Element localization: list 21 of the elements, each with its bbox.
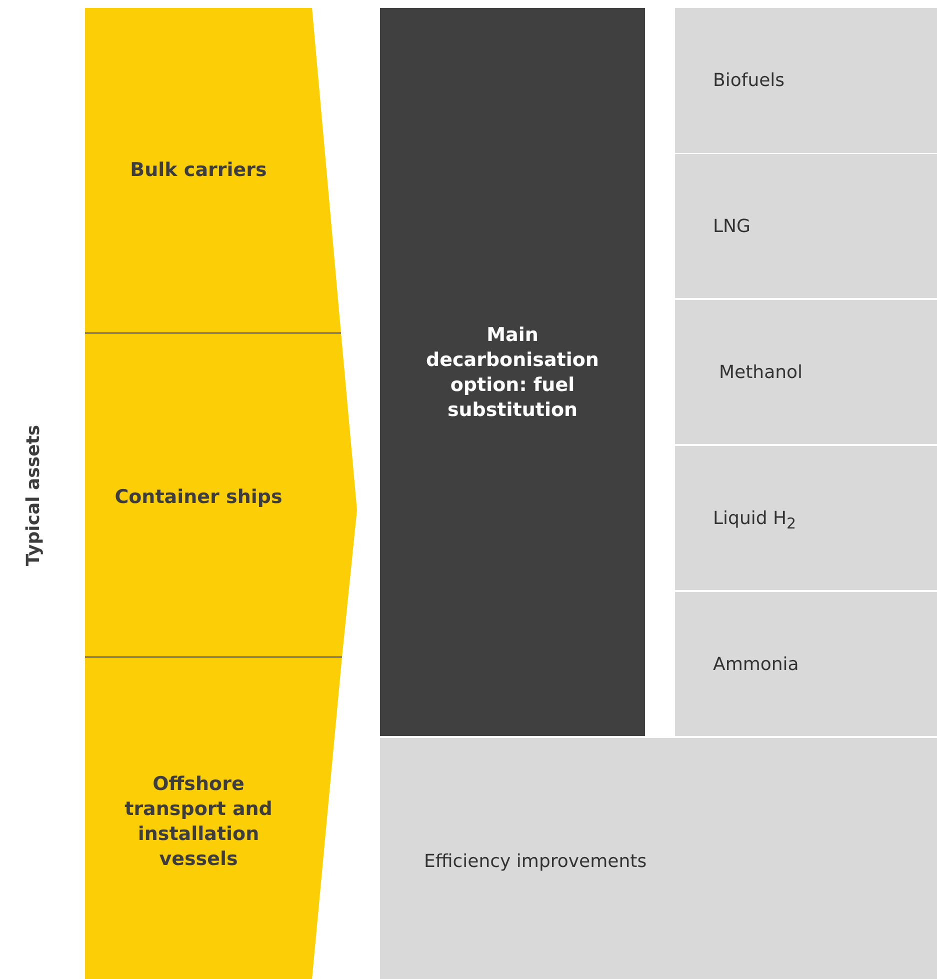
asset-segment xyxy=(85,657,342,979)
option-label: LNG xyxy=(713,216,750,237)
segment-label: Container ships xyxy=(114,485,284,510)
option-panel xyxy=(675,8,937,153)
option-label: Efficiency improvements xyxy=(424,851,647,872)
option-label: Ammonia xyxy=(713,654,799,675)
segment-label: Offshore transport and installation vessels xyxy=(124,772,274,872)
option-label: Biofuels xyxy=(713,70,785,91)
option-panel xyxy=(675,446,937,590)
asset-segment xyxy=(85,8,342,333)
option-label: Methanol xyxy=(719,362,803,383)
option-label: Liquid H$_{2}$ xyxy=(713,508,796,533)
axis-label: Typical assets xyxy=(22,424,44,566)
asset-segment xyxy=(85,333,357,657)
option-panel xyxy=(380,738,937,979)
segment-label: Main decarbonisation option: fuel substitution xyxy=(425,323,600,423)
main-option-panel xyxy=(380,8,645,736)
option-panel xyxy=(675,154,937,298)
option-panel xyxy=(675,300,937,444)
segment-label: Bulk carriers xyxy=(129,158,268,183)
option-panel xyxy=(675,592,937,736)
